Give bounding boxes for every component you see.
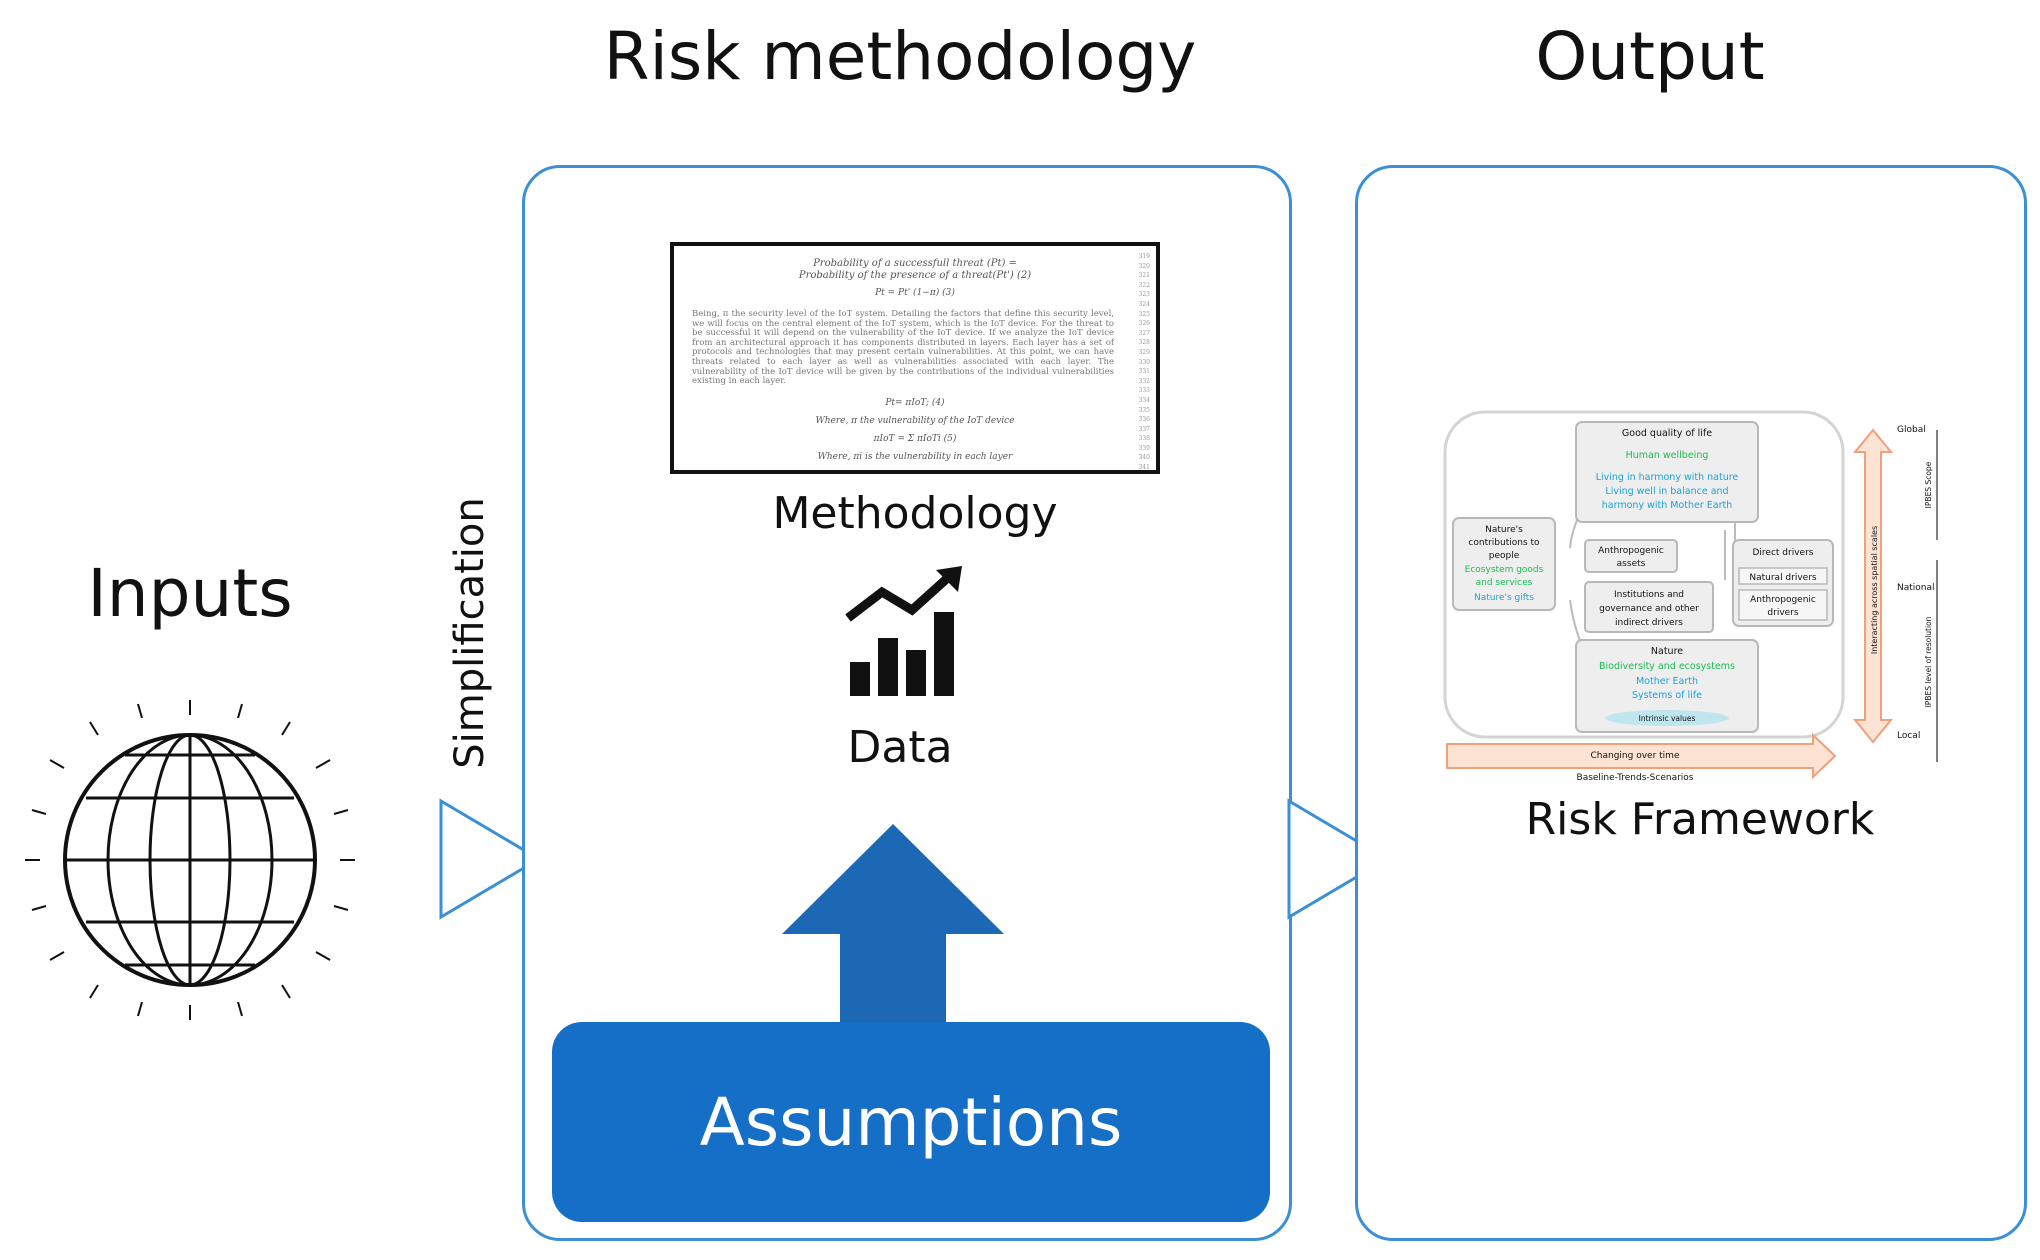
ipbes-scope: IPBES Scope [1924,461,1933,508]
living-harmony: Living in harmony with nature [1596,472,1739,483]
living-well-2: harmony with Mother Earth [1602,500,1733,511]
scale-arrow [1852,428,1894,744]
assumptions-box: Assumptions [552,1022,1270,1222]
eco-goods-2: and services [1476,578,1533,588]
intrinsic-values: Intrinsic values [1639,714,1696,723]
direct-drivers: Direct drivers [1753,548,1814,558]
biodiversity: Biodiversity and ecosystems [1599,661,1735,672]
bar-chart-trend-icon [845,566,962,696]
good-quality-title: Good quality of life [1622,428,1712,439]
living-well-1: Living well in balance and [1605,486,1728,497]
risk-methodology-heading: Risk methodology [603,18,1197,95]
anthro-assets-2: assets [1617,559,1646,569]
inputs-heading: Inputs [87,555,293,632]
doc-paragraph: Being, π the security level of the IoT s… [692,309,1114,387]
changing-over-time: Changing over time [1591,751,1680,761]
simplification-label-wrap: Simplification [420,488,520,778]
anthro-drivers-1: Anthropogenic [1750,595,1816,605]
output-heading: Output [1535,18,1765,95]
scale-national: National [1897,583,1935,593]
nature-title: Nature [1651,646,1683,657]
baseline-trends: Baseline-Trends-Scenarios [1577,773,1694,783]
interacting-scales: Interacting across spatial scales [1870,526,1879,654]
institutions-box [1584,581,1714,633]
flow-arrow-icon [1287,798,1390,920]
doc-formula-3: πIoT = Σ πIoTi (5) [873,434,957,444]
doc-title-line-1: Probability of a successfull threat (Pt)… [813,258,1017,269]
doc-where-1: Where, π the vulnerability of the IoT de… [815,416,1015,426]
doc-where-2: Where, πi is the vulnerability in each l… [817,452,1013,462]
eco-goods-1: Ecosystem goods [1465,565,1544,575]
anthro-drivers-2: drivers [1767,608,1798,618]
risk-framework-caption: Risk Framework [1525,794,1875,845]
mother-earth: Mother Earth [1636,676,1698,687]
doc-formula-2: Pt= πIoT; (4) [885,398,945,408]
risk-framework-diagram: Good quality of life Human wellbeing Liv… [1443,410,1938,783]
up-arrow-icon [782,824,1004,1030]
good-quality-box [1575,421,1759,523]
time-arrow [1446,732,1837,780]
doc-line-numbers: 319 320 321 322 323 324 325 326 327 328 … [1138,253,1150,472]
nature-box [1575,639,1759,733]
systems-of-life: Systems of life [1632,690,1702,701]
methodology-document: Probability of a successfull threat (Pt)… [670,242,1160,474]
anthro-assets-1: Anthropogenic [1598,546,1664,556]
scale-local: Local [1897,731,1920,741]
natures-gifts: Nature's gifts [1474,593,1534,603]
assumptions-label: Assumptions [699,1083,1123,1161]
ncp-line-3: people [1489,551,1520,561]
doc-formula-1: Pt = Pt' (1−π) (3) [875,288,955,298]
institutions-3: indirect drivers [1615,618,1683,628]
doc-title-line-2: Probability of the presence of a threat(… [798,270,1032,281]
flow-arrow-icon [439,798,542,920]
institutions-2: governance and other [1599,604,1699,614]
human-wellbeing: Human wellbeing [1626,450,1709,461]
anthro-assets-box [1584,539,1678,573]
methodology-caption: Methodology [772,488,1058,539]
globe-icon [25,700,355,1020]
ipbes-resolution: IPBES level of resolution [1924,616,1933,707]
ncp-line-2: contributions to [1468,538,1540,548]
data-label: Data [847,722,953,773]
simplification-label: Simplification [447,497,493,769]
institutions-1: Institutions and [1614,590,1684,600]
scale-global: Global [1897,425,1926,435]
ncp-box [1452,517,1556,611]
ncp-line-1: Nature's [1485,525,1523,535]
natural-drivers: Natural drivers [1749,573,1817,583]
